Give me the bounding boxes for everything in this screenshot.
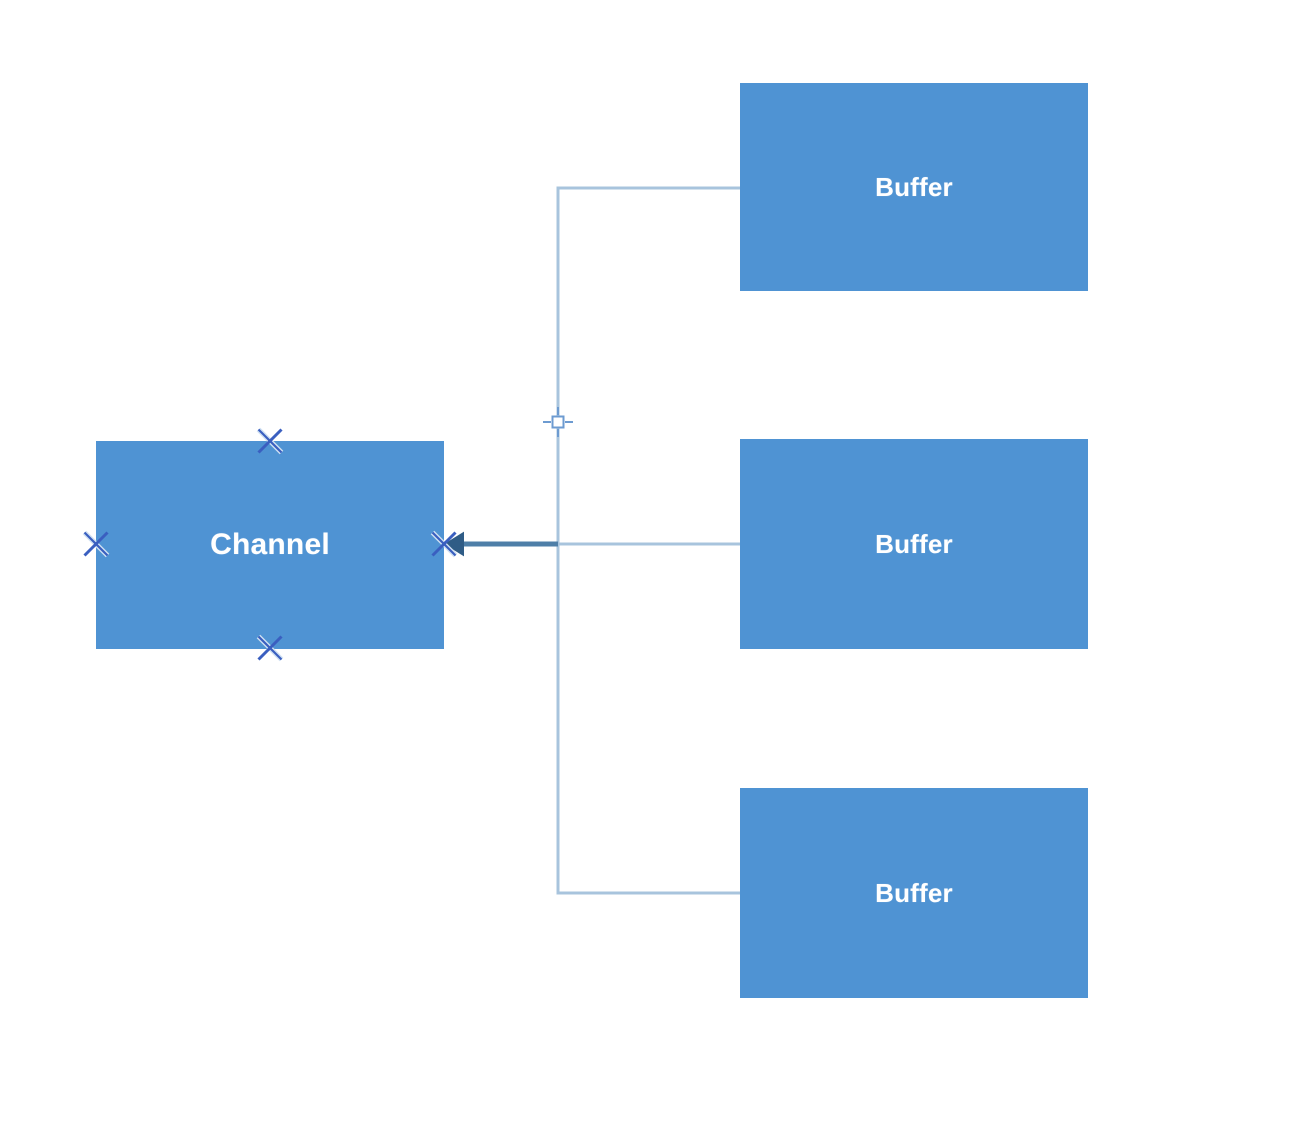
node-buffer-middle-label: Buffer [875, 529, 953, 559]
midpoint-handle-icon [543, 407, 573, 437]
node-buffer-top[interactable]: Buffer [740, 83, 1088, 291]
node-channel[interactable]: Channel [96, 441, 444, 649]
arrowhead-layer [444, 531, 464, 557]
node-channel-label: Channel [210, 528, 330, 561]
node-buffer-bottom-label: Buffer [875, 878, 953, 908]
node-buffer-bottom[interactable]: Buffer [740, 788, 1088, 998]
edge-group [462, 186, 742, 895]
node-buffer-top-label: Buffer [875, 172, 953, 202]
arrowhead-into-channel [444, 531, 464, 557]
node-buffer-middle[interactable]: Buffer [740, 439, 1088, 649]
edge-midpoint-handle[interactable] [541, 405, 575, 439]
